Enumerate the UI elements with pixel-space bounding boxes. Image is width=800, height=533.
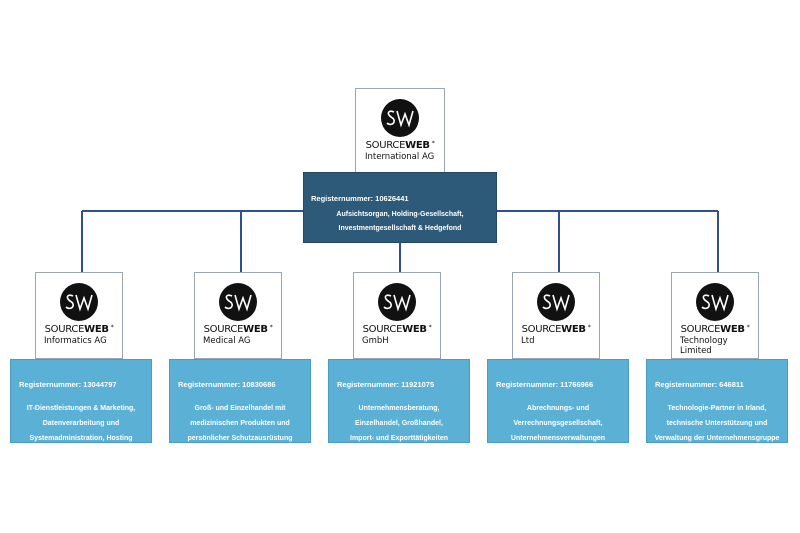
entity-name: Informatics AG	[44, 336, 107, 346]
sourceweb-logo-icon	[696, 283, 734, 321]
entity-name: Technology Limited	[680, 336, 728, 356]
brand-wordmark: SOURCEWEB*	[44, 324, 114, 335]
company-description: Aufsichtsorgan, Holding-Gesellschaft, In…	[336, 211, 464, 232]
registration-number: Registernummer: 10830686	[178, 380, 276, 389]
subsidiary-info-box: Registernummer: 11766966 Abrechnungs- un…	[487, 359, 629, 443]
company-description: IT-Dienstleistungen & Marketing, Datenve…	[26, 405, 136, 442]
root-logo-card: SOURCEWEB* International AG	[355, 88, 445, 174]
subsidiary-info-box: Registernummer: 13044797 IT-Dienstleistu…	[10, 359, 152, 443]
entity-name: GmbH	[362, 336, 389, 346]
registration-number: Registernummer: 11766966	[496, 380, 594, 389]
subsidiary-logo-card: SOURCEWEB* Ltd	[512, 272, 600, 359]
entity-name: Ltd	[521, 336, 535, 346]
company-description: Groß- und Einzelhandel mit medizinischen…	[187, 405, 293, 442]
sourceweb-logo-icon	[219, 283, 257, 321]
entity-name: International AG	[365, 152, 435, 162]
brand-wordmark: SOURCEWEB*	[680, 324, 750, 335]
entity-name: Medical AG	[203, 336, 251, 346]
root-info-box: Registernummer: 10626441 Aufsichtsorgan,…	[303, 172, 497, 243]
company-description: Technologie-Partner in Irland, technisch…	[654, 405, 780, 442]
subsidiary-logo-card: SOURCEWEB* Technology Limited	[671, 272, 759, 359]
registration-number: Registernummer: 10626441	[311, 194, 409, 203]
brand-wordmark: SOURCEWEB*	[365, 140, 435, 151]
sourceweb-logo-icon	[537, 283, 575, 321]
subsidiary-logo-card: SOURCEWEB* Medical AG	[194, 272, 282, 359]
subsidiary-logo-card: SOURCEWEB* Informatics AG	[35, 272, 123, 359]
subsidiary-info-box: Registernummer: 11921075 Unternehmensber…	[328, 359, 470, 443]
company-description: Unternehmensberatung, Einzelhandel, Groß…	[350, 405, 448, 442]
subsidiary-info-box: Registernummer: 10830686 Groß- und Einze…	[169, 359, 311, 443]
registration-number: Registernummer: 646811	[655, 380, 744, 389]
sourceweb-logo-icon	[60, 283, 98, 321]
registration-number: Registernummer: 11921075	[337, 380, 435, 389]
company-description: Abrechnungs- und Verrechnungsgesellschaf…	[510, 405, 606, 442]
sourceweb-logo-icon	[381, 99, 419, 137]
brand-wordmark: SOURCEWEB*	[521, 324, 591, 335]
brand-wordmark: SOURCEWEB*	[362, 324, 432, 335]
subsidiary-logo-card: SOURCEWEB* GmbH	[353, 272, 441, 359]
sourceweb-logo-icon	[378, 283, 416, 321]
subsidiary-info-box: Registernummer: 646811 Technologie-Partn…	[646, 359, 788, 443]
registration-number: Registernummer: 13044797	[19, 380, 117, 389]
brand-wordmark: SOURCEWEB*	[203, 324, 273, 335]
